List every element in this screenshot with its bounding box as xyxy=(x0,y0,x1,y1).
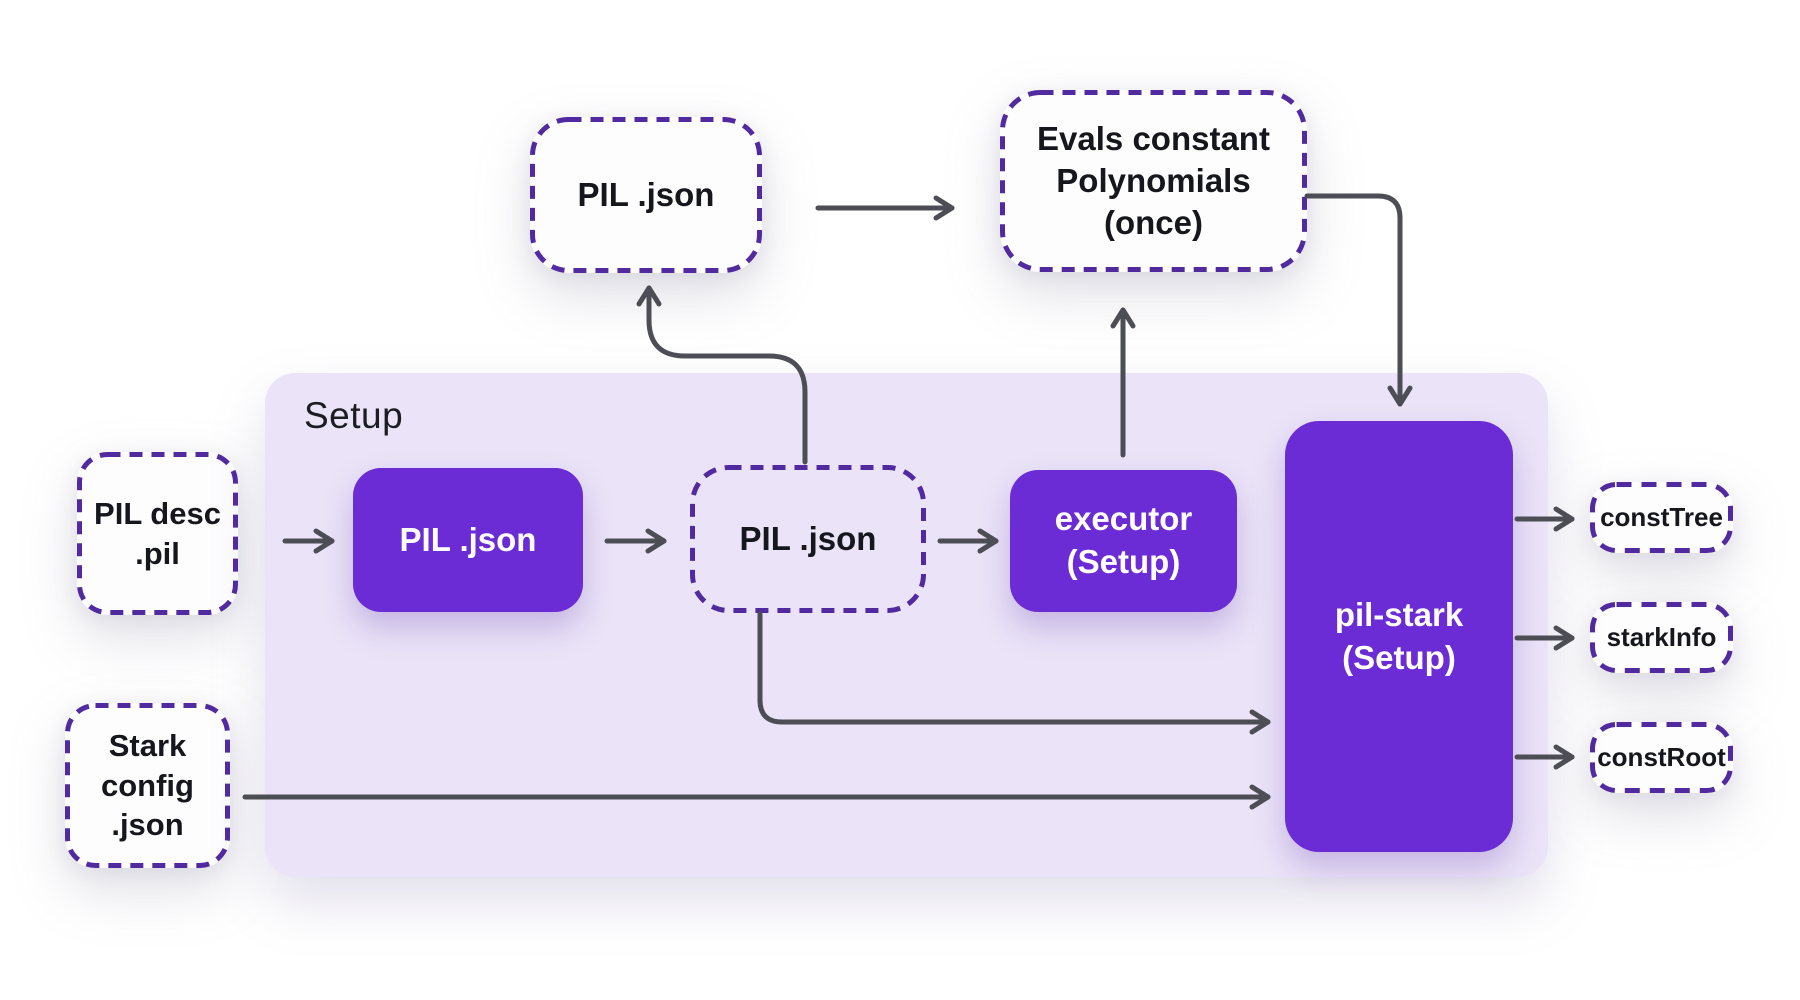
outline-pil-json-mid xyxy=(690,465,926,613)
setup-panel-label: Setup xyxy=(304,395,404,436)
node-executor-setup: executor (Setup) xyxy=(1010,470,1237,612)
outline-const-tree xyxy=(1590,482,1733,553)
outline-stark-info xyxy=(1590,602,1733,673)
arrow-pil-json-mid-to-pil-json-top xyxy=(636,285,808,465)
node-pil-json-solid: PIL .json xyxy=(353,468,583,612)
halo-stark-config xyxy=(65,703,230,868)
node-stark-config: Stark config .json xyxy=(101,727,194,843)
halo-const-root xyxy=(1590,722,1733,793)
arrow-evals-to-pil-stark xyxy=(1304,193,1413,407)
outline-pil-json-top xyxy=(530,117,762,273)
halo-evals-const xyxy=(1000,90,1307,272)
arrow-pil-json-mid-to-pil-stark xyxy=(757,611,1271,735)
node-const-root: constRoot xyxy=(1597,741,1726,772)
node-const-tree: constTree xyxy=(1600,501,1723,532)
halo-const-tree xyxy=(1590,482,1733,553)
node-pil-json-top: PIL .json xyxy=(577,175,715,213)
node-stark-info: starkInfo xyxy=(1606,621,1717,652)
halo-stark-info xyxy=(1590,602,1733,673)
node-pil-stark-setup: pil-stark (Setup) xyxy=(1285,421,1513,852)
outline-pil-desc xyxy=(77,452,238,615)
outline-const-root xyxy=(1590,722,1733,793)
node-pil-desc: PIL desc .pil xyxy=(94,495,221,571)
halo-pil-desc xyxy=(77,452,238,615)
node-evals-constant-polynomials: Evals constant Polynomials (once) xyxy=(1037,119,1270,242)
outline-stark-config xyxy=(65,703,230,868)
outline-evals-const xyxy=(1000,90,1307,272)
halo-pil-json-top xyxy=(530,117,762,273)
node-pil-json-mid: PIL .json xyxy=(739,519,877,557)
